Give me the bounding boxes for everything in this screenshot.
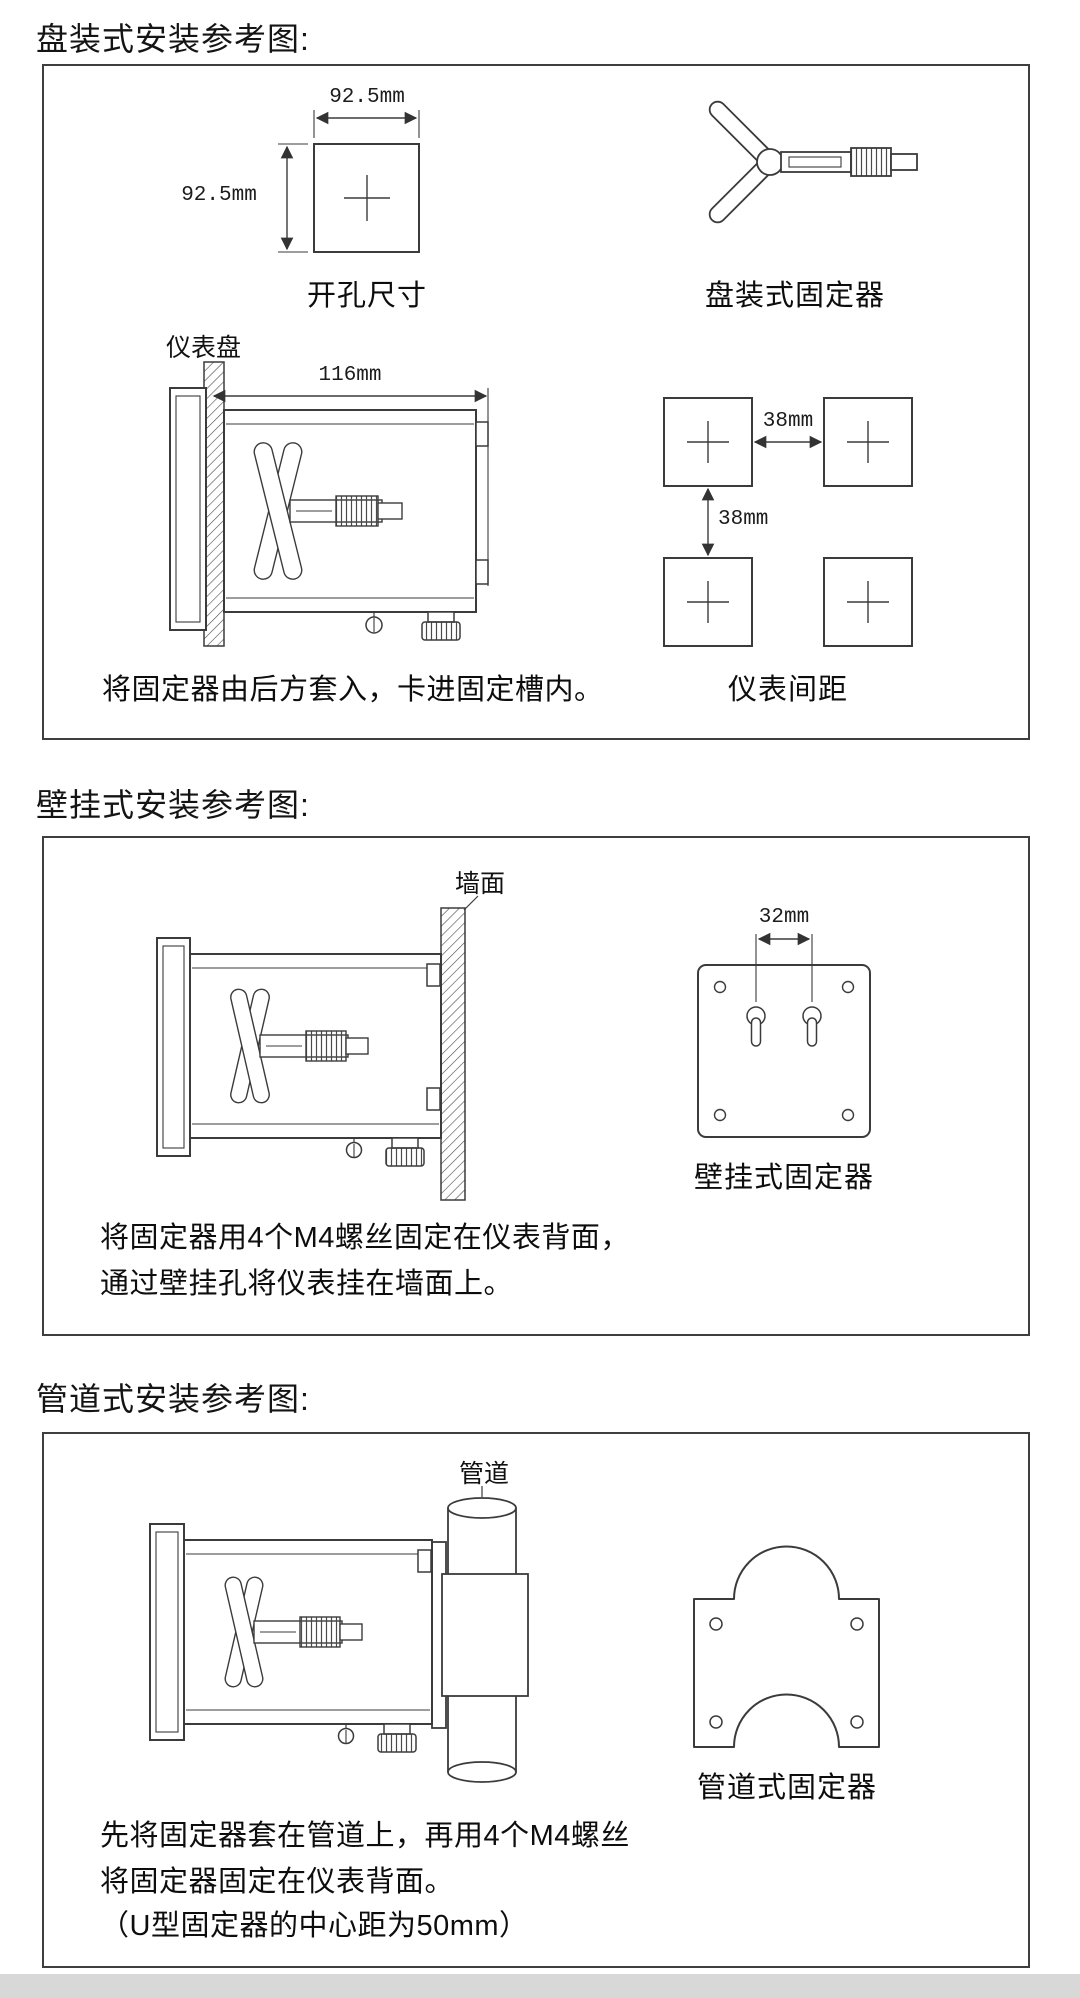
wall-label: 墙面 — [454, 870, 505, 898]
insert-instruction-caption: 将固定器由后方套入，卡进固定槽内。 — [102, 674, 604, 706]
bottom-bar — [0, 1974, 1080, 1998]
depth-dimension: 116mm — [318, 364, 382, 387]
pipe-section-frame: 管道 管道式固定器 先将固定器套在管道上，再用4个M4螺丝 将固定器固定在仪表背… — [42, 1432, 1030, 1968]
spacing-vertical-dimension: 38mm — [718, 508, 769, 531]
spacing-squares-figure — [663, 397, 913, 647]
keyhole-spacing-dimension: 32mm — [758, 906, 810, 929]
panel-mount-drawing — [169, 100, 918, 647]
wall-section-heading: 壁挂式安装参考图: — [36, 787, 310, 823]
wall-side-view-figure — [156, 895, 479, 1201]
cutout-square-figure — [278, 110, 420, 253]
pipe-side-view-figure — [149, 1486, 529, 1783]
spacing-horizontal-dimension: 38mm — [762, 410, 814, 433]
panel-section-frame: 92.5mm 92.5mm 开孔尺寸 盘装式固定器 仪表盘 116mm 将固定器… — [42, 64, 1030, 740]
cutout-width-dimension: 92.5mm — [329, 86, 405, 109]
pipe-fixture-caption: 管道式固定器 — [696, 1772, 877, 1804]
cutout-caption: 开孔尺寸 — [306, 280, 427, 312]
pipe-note-line3: （U型固定器的中心距为50mm） — [100, 1910, 529, 1942]
pipe-note-line2: 将固定器固定在仪表背面。 — [100, 1866, 455, 1898]
panel-fixture-figure — [708, 100, 918, 224]
wall-section-frame: 墙面 32mm 壁挂式固定器 将固定器用4个M4螺丝固定在仪表背面， 通过壁挂孔… — [42, 836, 1030, 1336]
wall-mount-drawing — [156, 895, 871, 1201]
wall-fixture-figure — [697, 932, 871, 1138]
pipe-section-heading: 管道式安装参考图: — [36, 1381, 310, 1417]
spacing-caption: 仪表间距 — [727, 674, 848, 706]
cutout-height-dimension: 92.5mm — [181, 184, 257, 207]
wall-note-line1: 将固定器用4个M4螺丝固定在仪表背面， — [100, 1222, 630, 1254]
wall-note-line2: 通过壁挂孔将仪表挂在墙面上。 — [100, 1268, 514, 1300]
panel-section-heading: 盘装式安装参考图: — [36, 21, 310, 57]
pipe-label: 管道 — [458, 1460, 509, 1488]
wall-fixture-caption: 壁挂式固定器 — [693, 1162, 874, 1194]
panel-fixture-caption: 盘装式固定器 — [704, 280, 885, 312]
pipe-fixture-figure — [693, 1545, 880, 1748]
panel-side-view-figure — [169, 361, 489, 647]
pipe-note-line1: 先将固定器套在管道上，再用4个M4螺丝 — [100, 1820, 630, 1852]
pipe-mount-drawing — [149, 1486, 880, 1783]
instrument-panel-label: 仪表盘 — [166, 334, 242, 362]
